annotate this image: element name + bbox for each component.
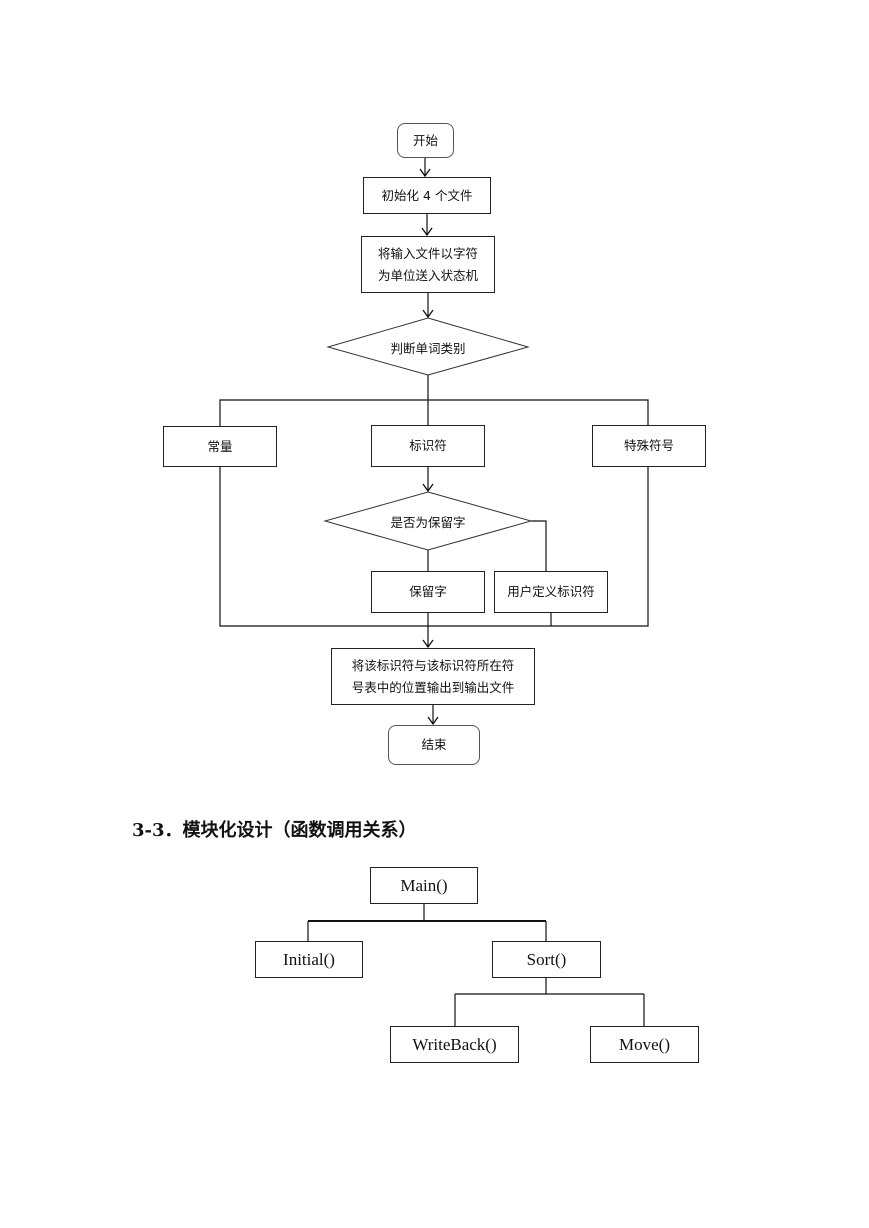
reserved-word-box: 保留字 (371, 571, 485, 613)
reserved-word-label: 保留字 (409, 584, 447, 599)
special-symbol-box: 特殊符号 (592, 425, 706, 467)
output-box: 将该标识符与该标识符所在符 号表中的位置输出到输出文件 (331, 648, 535, 705)
start-label: 开始 (412, 132, 438, 148)
decision-reserved (323, 491, 533, 551)
user-identifier-label: 用户定义标识符 (507, 584, 595, 599)
main-function-box: Main() (370, 867, 478, 904)
decision-word-type-label: 判断单词类别 (390, 341, 466, 356)
init-label: 初始化 4 个文件 (381, 187, 473, 203)
user-identifier-box: 用户定义标识符 (494, 571, 608, 613)
main-function-label: Main() (400, 875, 448, 895)
section-heading: 3-3．模块化设计（函数调用关系） (132, 820, 417, 841)
decision-reserved-label: 是否为保留字 (390, 515, 466, 530)
branch-bus (219, 399, 649, 426)
sort-function-box: Sort() (492, 941, 601, 978)
init-box: 初始化 4 个文件 (363, 177, 491, 214)
feed-label-line2: 为单位送入状态机 (377, 267, 478, 283)
end-label: 结束 (421, 737, 447, 752)
output-label-line1: 将该标识符与该标识符所在符 (351, 657, 515, 673)
identifier-label: 标识符 (409, 438, 447, 453)
start-node: 开始 (397, 123, 454, 158)
decision-word-type (326, 317, 530, 376)
feed-box: 将输入文件以字符 为单位送入状态机 (361, 236, 495, 293)
end-node: 结束 (388, 725, 480, 765)
sort-function-label: Sort() (526, 949, 567, 969)
constant-label: 常量 (207, 438, 233, 454)
move-function-label: Move() (619, 1034, 670, 1054)
initial-function-label: Initial() (283, 949, 335, 969)
feed-label-line1: 将输入文件以字符 (377, 245, 478, 261)
writeback-function-label: WriteBack() (412, 1034, 497, 1054)
output-label-line2: 号表中的位置输出到输出文件 (351, 679, 515, 695)
writeback-function-box: WriteBack() (390, 1026, 519, 1063)
constant-box: 常量 (163, 426, 277, 467)
special-symbol-label: 特殊符号 (623, 438, 674, 453)
merge-bus (219, 467, 649, 627)
move-function-box: Move() (590, 1026, 699, 1063)
identifier-box: 标识符 (371, 425, 485, 467)
line-decision-user (531, 520, 547, 571)
initial-function-box: Initial() (255, 941, 363, 978)
